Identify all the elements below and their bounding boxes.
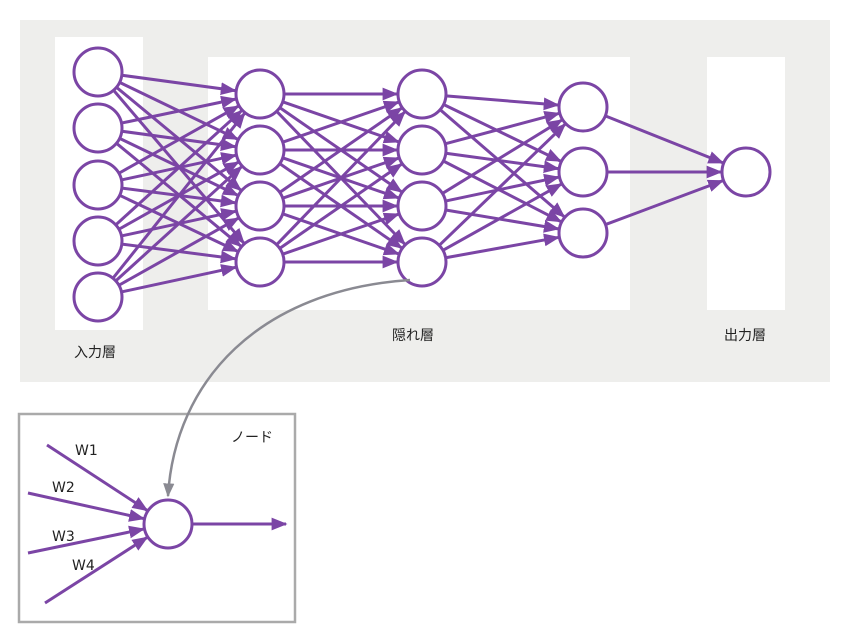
connection-edge	[118, 216, 240, 287]
connection-edge	[441, 118, 564, 195]
connection-edge	[282, 100, 400, 144]
connection-edge	[445, 208, 560, 233]
input-layer-label: 入力層	[74, 345, 116, 361]
input-node	[72, 159, 124, 211]
connection-edge	[114, 109, 243, 226]
hidden-1-node	[234, 68, 286, 120]
weight-label-w2: W2	[52, 480, 75, 496]
connection-edge	[114, 165, 243, 282]
connection-edge	[438, 123, 567, 247]
connection-edge	[444, 110, 561, 146]
connection-edge	[442, 103, 562, 163]
input-node	[72, 215, 124, 267]
zoom-curve-arrow	[163, 278, 411, 498]
connection-edge	[445, 151, 560, 174]
hidden-2-node	[396, 124, 448, 176]
connection-edge	[278, 106, 403, 194]
weight-label-w3: W3	[52, 529, 75, 545]
connection-edge	[111, 112, 246, 280]
weight-label-w1: W1	[75, 443, 98, 459]
node-detail-title: ノード	[231, 430, 273, 446]
connection-edge	[121, 264, 238, 294]
weighted-input-arrow-2	[27, 491, 146, 522]
connection-edge	[118, 104, 240, 175]
connection-edge	[445, 94, 560, 111]
connection-edge	[442, 159, 563, 223]
output-layer-label: 出力層	[724, 328, 766, 344]
weighted-input-arrow-3	[27, 525, 146, 555]
hidden-1-node	[234, 124, 286, 176]
hidden-1-node	[234, 180, 286, 232]
hidden-2-node	[396, 236, 448, 288]
output-node	[720, 146, 772, 198]
hidden-1-node	[234, 236, 286, 288]
hidden-3-node	[557, 81, 609, 133]
weighted-input-arrow-1	[46, 443, 149, 512]
input-node	[72, 102, 124, 154]
connection-edge	[445, 233, 560, 260]
connection-edge	[121, 73, 237, 96]
connection-edge	[275, 110, 406, 246]
weighted-input-arrow-4	[44, 536, 149, 605]
connection-edge	[442, 182, 563, 252]
weight-label-w4: W4	[72, 558, 95, 574]
connection-edge	[604, 179, 725, 226]
hidden-2-node	[396, 68, 448, 120]
hidden-3-node	[557, 207, 609, 259]
input-node	[72, 46, 124, 98]
connection-edge	[121, 95, 238, 125]
hidden-2-node	[396, 180, 448, 232]
connection-edge	[439, 108, 566, 218]
connection-edge	[278, 162, 403, 250]
hidden-layer-label: 隠れ層	[392, 328, 434, 344]
detail-node	[142, 498, 194, 550]
input-node	[72, 271, 124, 323]
connection-edge	[445, 173, 561, 203]
connection-edge	[282, 212, 400, 256]
hidden-3-node	[557, 146, 609, 198]
connection-edge	[604, 114, 725, 165]
